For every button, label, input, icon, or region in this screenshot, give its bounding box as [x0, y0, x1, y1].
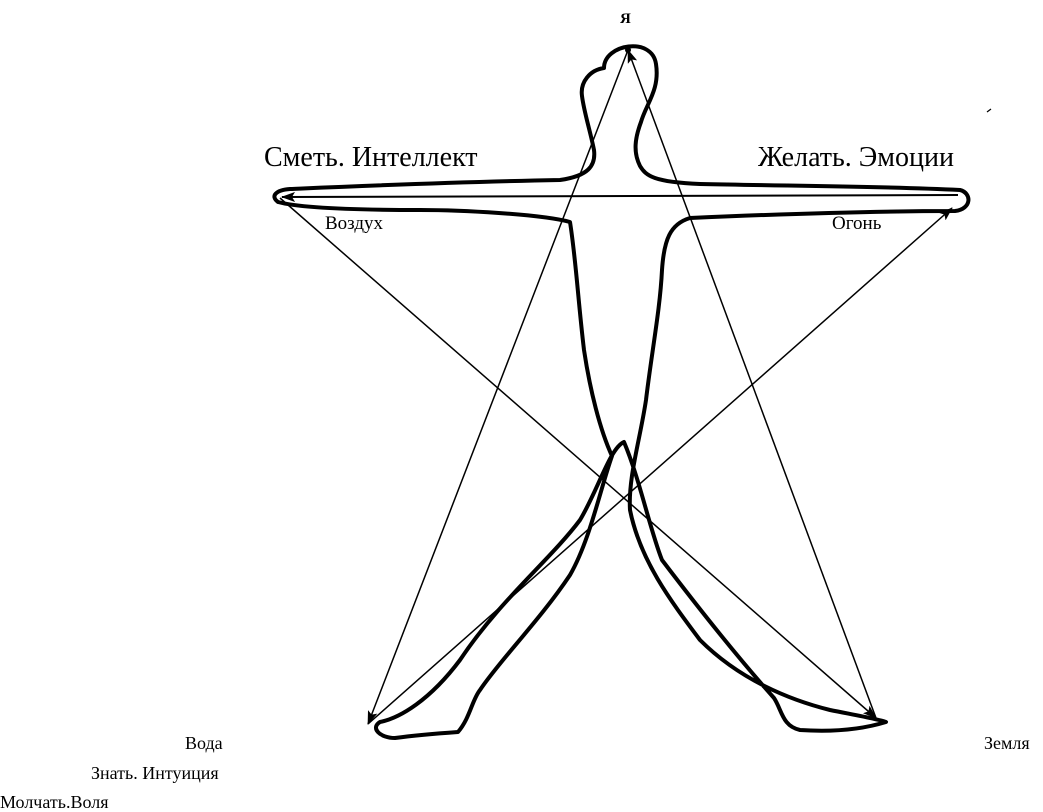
apex-dot — [625, 47, 631, 53]
top-right-label: Желать. Эмоции — [758, 144, 954, 172]
fire-label: Огонь — [832, 214, 881, 233]
stray-mark — [987, 109, 991, 112]
arrow-upper-right-to-upper-left — [282, 195, 958, 197]
will-label: Молчать.Воля — [0, 793, 108, 811]
apex-label: Я — [620, 12, 631, 27]
earth-label: Земля — [984, 734, 1030, 752]
air-label: Воздух — [325, 214, 383, 233]
top-left-label: Сметь. Интеллект — [264, 144, 478, 172]
water-label: Вода — [185, 734, 223, 752]
intuition-label: Знать. Интуиция — [91, 764, 219, 782]
